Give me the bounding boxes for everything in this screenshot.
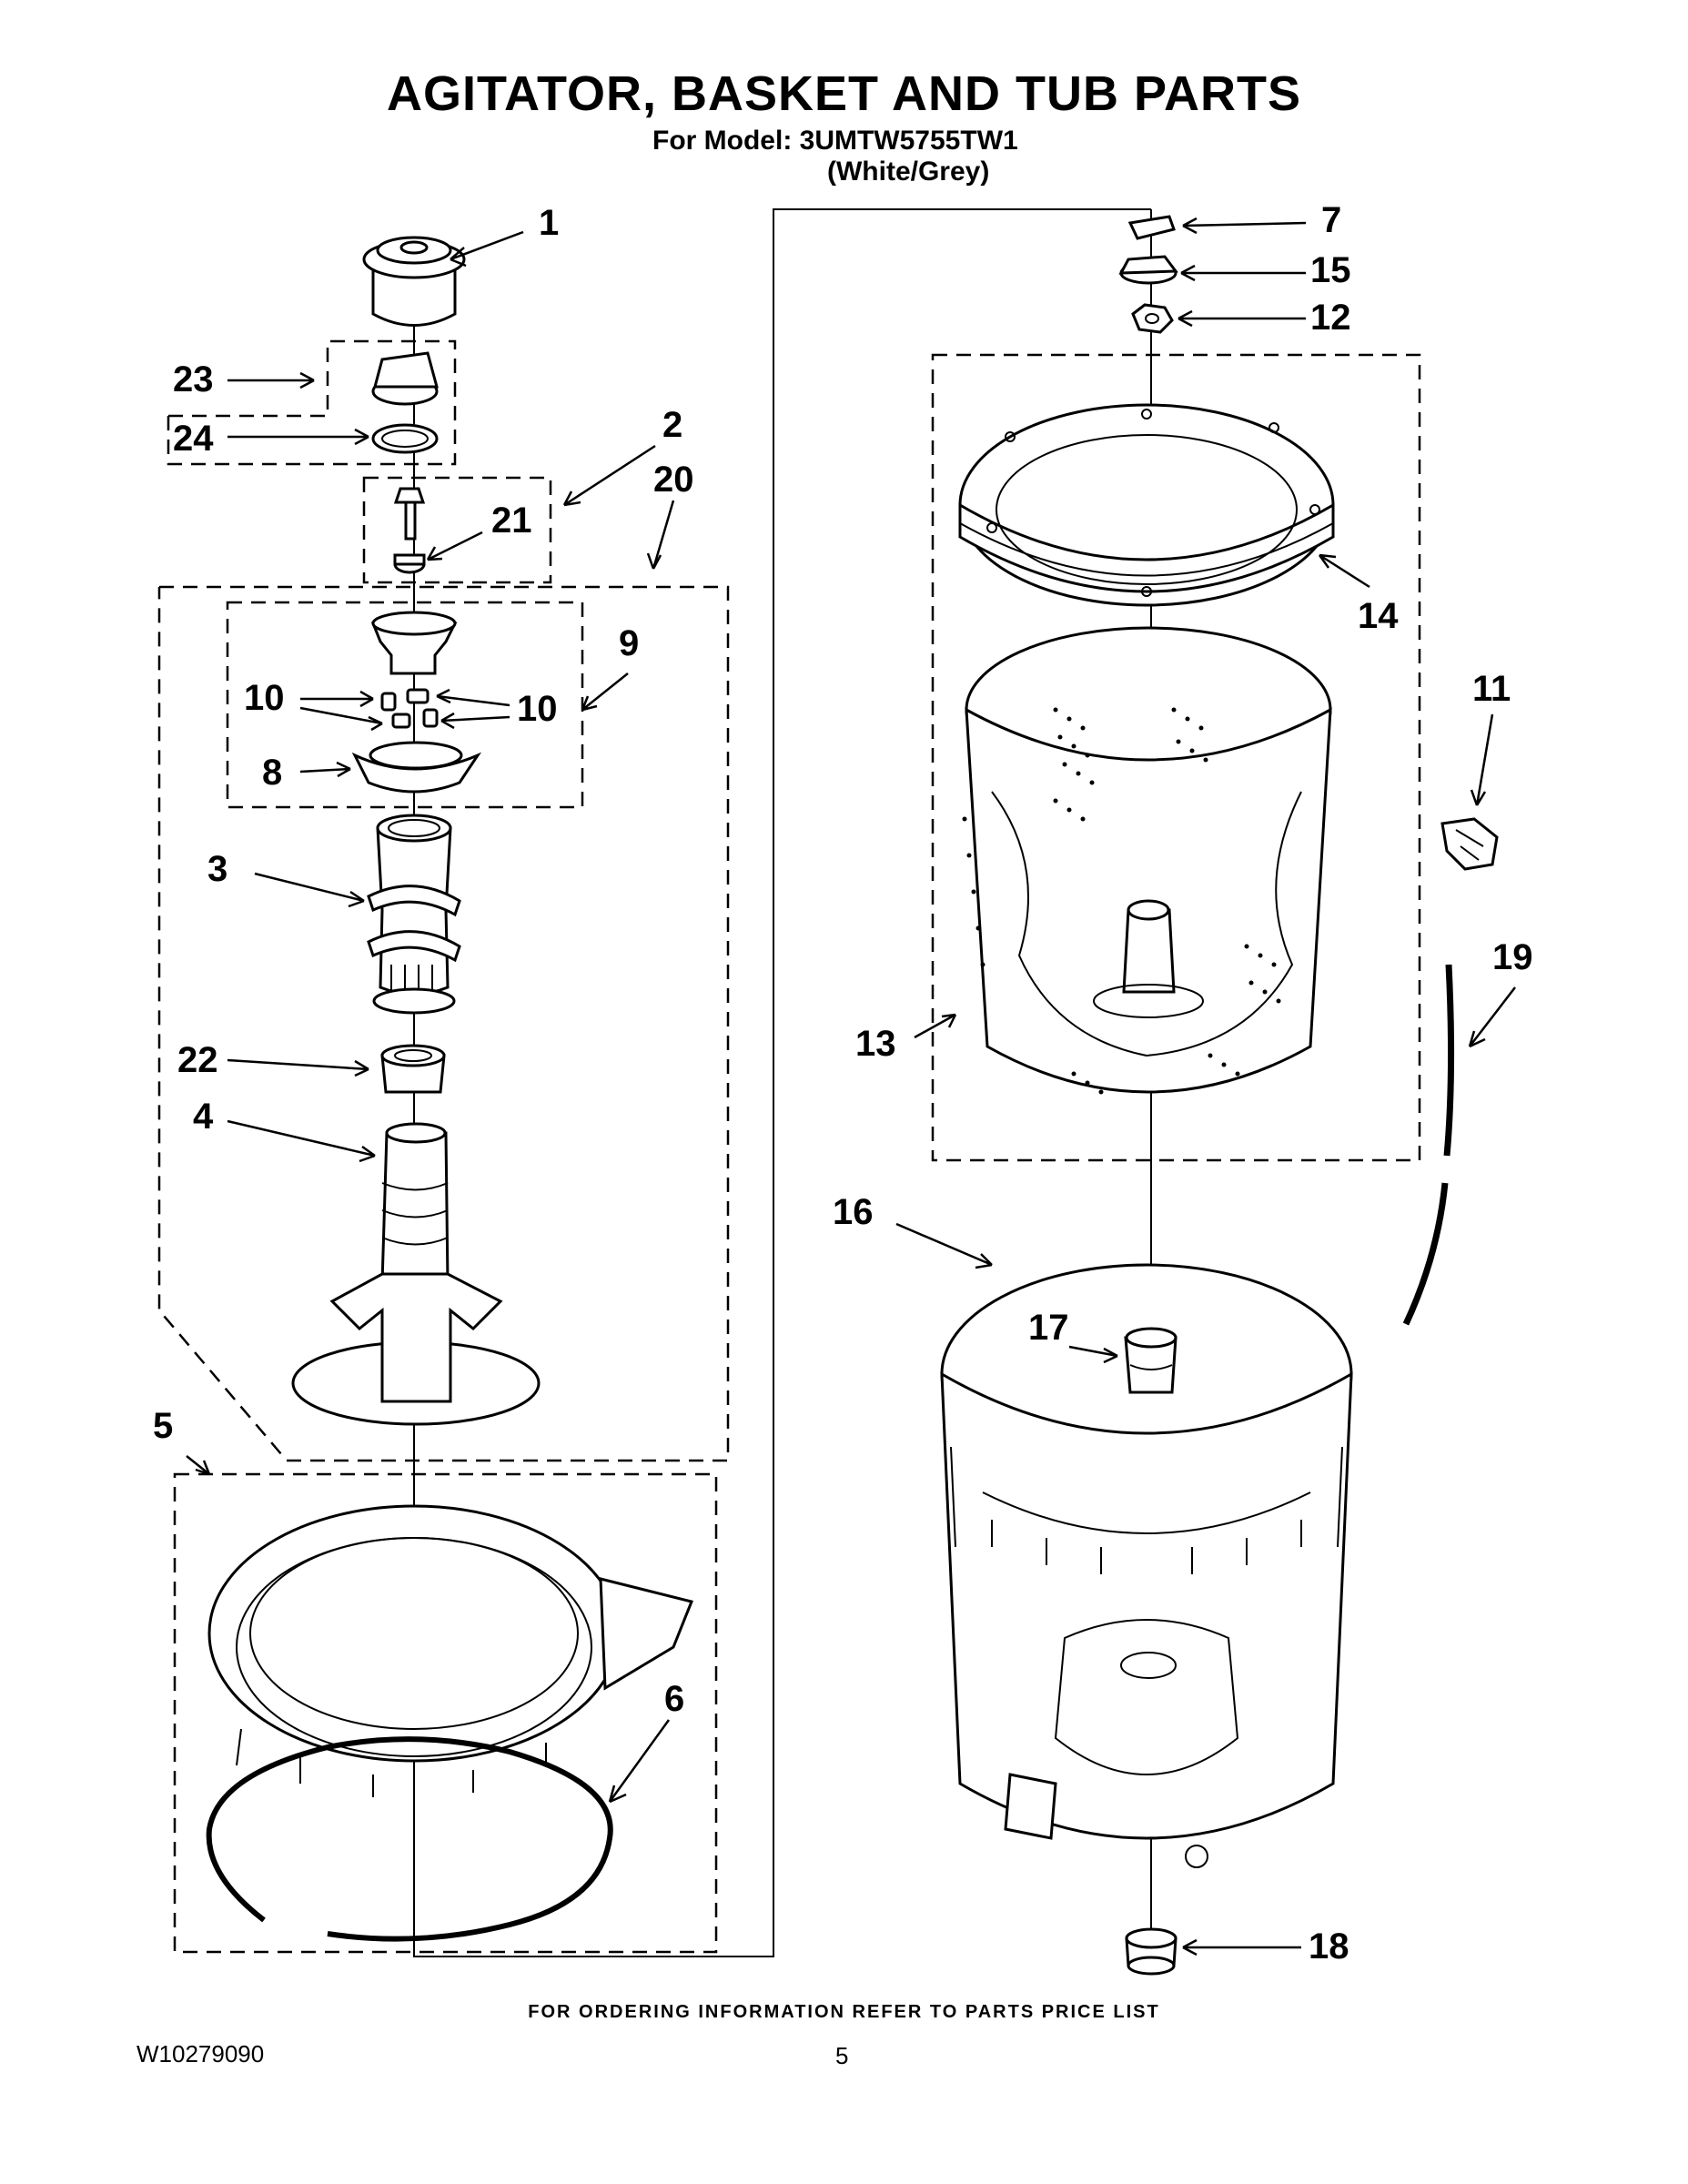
callout-1: 1 [539,203,559,243]
group-box-20 [157,585,730,1462]
callout-6: 6 [664,1679,684,1719]
model-subtitle: For Model: 3UMTW5755TW1 (White/Grey) [652,126,1018,187]
callout-24: 24 [173,419,214,459]
group-boxes [157,339,1421,1954]
group-box-9 [226,601,584,809]
leader-lines [186,217,1516,1956]
group-box-24 [167,414,457,466]
callout-13: 13 [855,1024,896,1064]
callout-20: 20 [653,460,694,500]
callout-15: 15 [1310,250,1351,290]
callout-10-left: 10 [244,678,285,718]
callout-19: 19 [1492,937,1533,977]
tub-ring [207,1504,694,1797]
page-number: 5 [835,2042,849,2069]
callout-10-right: 10 [517,689,558,729]
group-box-23 [168,339,457,418]
callout-9: 9 [619,623,639,663]
document-number: W10279090 [136,2040,265,2068]
agitator-cam-base [351,741,482,794]
callout-12: 12 [1310,298,1351,338]
group-box-14-13 [931,353,1421,1162]
balance-ring [958,403,1335,607]
group-box-2 [362,476,552,584]
cap-insert [371,351,439,406]
callout-11: 11 [1472,669,1511,709]
agitator-cap [362,236,466,327]
callout-7: 7 [1321,200,1341,240]
tub-bearing [1124,1327,1178,1394]
model-number: For Model: 3UMTW5755TW1 [652,126,1018,156]
agitator-base [291,1122,541,1426]
spin-clip [1127,215,1176,240]
callout-8: 8 [262,753,282,793]
group-box-5 [173,1472,718,1954]
callout-22: 22 [177,1040,218,1080]
air-dome-tube [1402,964,1455,1326]
agitator-auger [367,814,461,1015]
callout-21: 21 [491,500,532,541]
agitator-dogs [380,688,439,729]
callout-5: 5 [153,1406,173,1446]
agitator-bolt [393,487,426,574]
callout-2: 2 [662,405,682,445]
callout-23: 23 [173,359,214,399]
callout-4: 4 [193,1097,214,1137]
spanner-retainer [1118,255,1178,285]
hose-clip [1440,817,1499,871]
spin-basket [962,626,1332,1095]
ordering-note: FOR ORDERING INFORMATION REFER TO PARTS … [528,2002,1160,2022]
callout-3: 3 [207,849,227,889]
hub-nut [1131,303,1174,334]
agitator-bearing [380,1044,446,1094]
seal-ring [371,423,439,454]
page-title: AGITATOR, BASKET AND TUB PARTS [387,66,1301,121]
callout-numbers: 1 23 24 2 20 21 9 10 10 8 3 22 4 5 6 7 1… [153,200,1533,1967]
callout-14: 14 [1358,596,1399,636]
model-color: (White/Grey) [827,157,990,187]
callout-17: 17 [1028,1308,1069,1348]
snap-ring [206,1736,613,1942]
agitator-cam [370,611,458,675]
callout-18: 18 [1309,1926,1349,1967]
callout-16: 16 [833,1192,874,1232]
tub-seal [1125,1927,1178,1976]
basket-perforations [962,707,1281,1095]
